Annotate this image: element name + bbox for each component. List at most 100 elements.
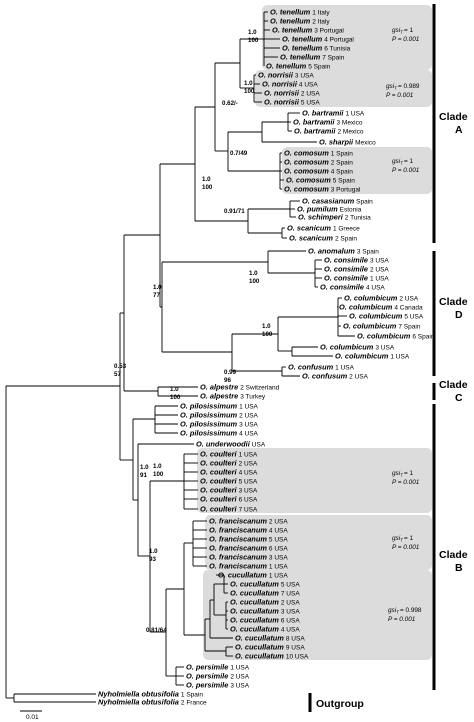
- outgroup-locality: 1 Spain: [181, 692, 203, 699]
- tip-locality: 5 Spain: [308, 64, 330, 71]
- tip-species: O. franciscanum: [209, 526, 267, 535]
- tip-species: O. franciscanum: [209, 553, 267, 562]
- outgroup-species: Nyholmiella obtusifolia: [98, 698, 179, 707]
- tip-species: O. sharpii: [319, 138, 354, 147]
- gsi-p-value: P = 0.001: [388, 616, 416, 623]
- tip-species: O. coulteri: [200, 495, 237, 504]
- tip-locality: 1 Spain: [331, 151, 353, 158]
- tip-species: O. columbicum: [357, 332, 411, 341]
- gsi-p-value: P = 0.001: [392, 544, 420, 551]
- tip-locality: 4 USA: [239, 470, 258, 477]
- support-bottom: 100: [262, 331, 273, 338]
- tip-locality: 2 USA: [349, 374, 368, 381]
- scale-bar: 0.01: [20, 710, 42, 721]
- tip-species: O. tenellum: [282, 44, 323, 53]
- tip-species: O. cucullatum: [235, 652, 284, 661]
- clade-letter: D: [455, 309, 463, 321]
- tip-locality: 2 USA: [239, 413, 258, 420]
- tip-locality: 2 USA: [239, 461, 258, 468]
- clade-name: Clade: [439, 111, 468, 123]
- outgroup-species: Nyholmiella obtusifolia: [98, 690, 179, 699]
- tip-locality: 2 Spain: [331, 160, 353, 167]
- tip-species: O. scanicum: [287, 224, 331, 233]
- support-bottom: 100: [249, 278, 260, 285]
- tip-species: O. cucullatum: [235, 634, 284, 643]
- tip-species: O. bartramii: [293, 118, 335, 127]
- tip-species: O. norrisii: [264, 98, 300, 107]
- tip-species: O. comosum: [284, 149, 329, 158]
- gsi-value: gsiT= 1: [392, 158, 413, 166]
- tip-species: O. persimile: [186, 681, 228, 690]
- tip-species: O. norrisii: [264, 89, 300, 98]
- gsi-value: gsiT= 1: [392, 27, 413, 35]
- tip-species: O. cucullatum: [230, 616, 279, 625]
- tip-locality: 1 USA: [239, 452, 258, 459]
- support-bottom: 100: [244, 88, 255, 95]
- support-top: 1.0: [153, 463, 162, 470]
- tip-locality: 2 Switzerland: [240, 385, 279, 392]
- tip-locality: 6 Tunisia: [324, 46, 350, 53]
- tip-species: O. confusum: [302, 372, 348, 381]
- tip-locality: 1 USA: [230, 665, 249, 672]
- tip-species: O. confusum: [288, 363, 334, 372]
- gsi-box: [205, 515, 432, 570]
- clade-letter: A: [455, 124, 463, 136]
- tip-locality: 1 Greece: [333, 226, 360, 233]
- tip-species: O. pilosissimum: [180, 420, 238, 429]
- tip-locality: 6 USA: [269, 546, 288, 553]
- tip-locality: 1 Italy: [312, 10, 330, 17]
- tip-species: O. coulteri: [200, 450, 237, 459]
- tip-species: O. comosum: [284, 185, 329, 194]
- support-bottom: 100: [248, 37, 259, 44]
- tip-species: O. tenellum: [270, 8, 311, 17]
- tip-species: O. cucullatum: [230, 625, 279, 634]
- gsi-box: [282, 147, 432, 194]
- tip-species: O. persimile: [186, 672, 228, 681]
- support-top: 1.0: [149, 548, 158, 555]
- tip-species: O. consimile: [324, 265, 368, 274]
- support-top: 1.0: [170, 386, 179, 393]
- tip-species: O. coulteri: [200, 468, 237, 477]
- tip-locality: 1 USA: [345, 111, 364, 118]
- gsi-p-value: P = 0.001: [386, 92, 414, 99]
- tip-species: O. columbicum: [339, 303, 393, 312]
- clade-letter: B: [455, 562, 463, 574]
- support-bottom: 100: [153, 471, 164, 478]
- tip-locality: 4 USA: [239, 431, 258, 438]
- tip-species: O. alpestre: [200, 392, 238, 401]
- tip-locality: 3 USA: [239, 488, 258, 495]
- clade-name: Clade: [439, 549, 468, 561]
